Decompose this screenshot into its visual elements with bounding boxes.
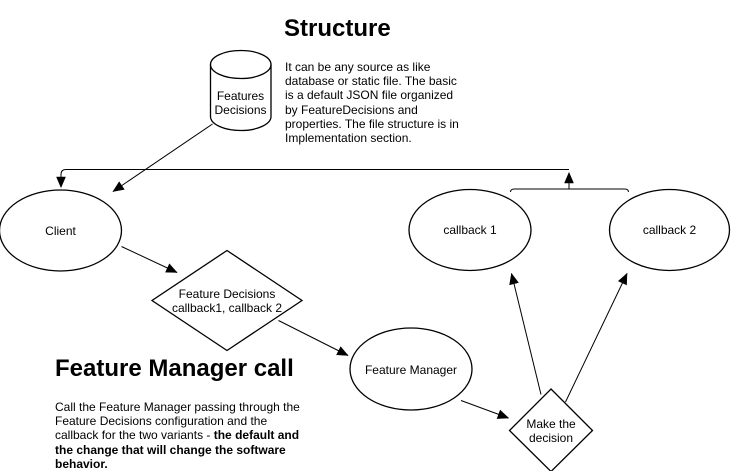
make-decision-label: Make the decision — [526, 416, 576, 445]
feature-manager-ellipse — [350, 328, 472, 410]
feature-decisions-diamond — [152, 251, 302, 351]
feature-decisions-label: Feature Decisions callback1, callback 2 — [171, 286, 283, 315]
edge-make-decision-to-callback2 — [566, 274, 628, 403]
callback2-ellipse — [610, 190, 730, 271]
feature-manager-call-description-bold: the default and the change that will cha… — [55, 428, 300, 471]
edge-feature-decisions-to-feature-manager — [279, 321, 349, 356]
database-cylinder — [211, 51, 272, 131]
edge-callback2-to-merge — [569, 189, 629, 192]
edge-feature-manager-to-make-decision — [461, 401, 509, 419]
feature-manager-call-title: Feature Manager call — [55, 355, 294, 382]
structure-title: Structure — [284, 15, 391, 42]
structure-description: It can be any source as like database or… — [285, 60, 459, 146]
edge-database-to-client — [113, 124, 213, 192]
client-ellipse — [0, 190, 122, 271]
edge-make-decision-to-callback1 — [512, 274, 542, 395]
feature-manager-call-description-normal: Call the Feature Manager passing through… — [55, 400, 300, 443]
callback1-label: callback 1 — [443, 222, 497, 237]
edge-callback1-to-merge — [511, 189, 570, 192]
callback1-ellipse — [409, 190, 531, 271]
feature-manager-call-description: Call the Feature Manager passing through… — [55, 400, 325, 471]
edge-client-to-feature-decisions — [122, 247, 178, 273]
database-label: Features Decisions — [214, 88, 267, 117]
feature-manager-label: Feature Manager — [364, 362, 458, 377]
edge-merge-to-client — [61, 170, 569, 188]
make-decision-diamond — [510, 389, 593, 471]
callback2-label: callback 2 — [642, 222, 697, 237]
client-label: Client — [45, 223, 76, 238]
database-cylinder-cap — [211, 65, 272, 79]
